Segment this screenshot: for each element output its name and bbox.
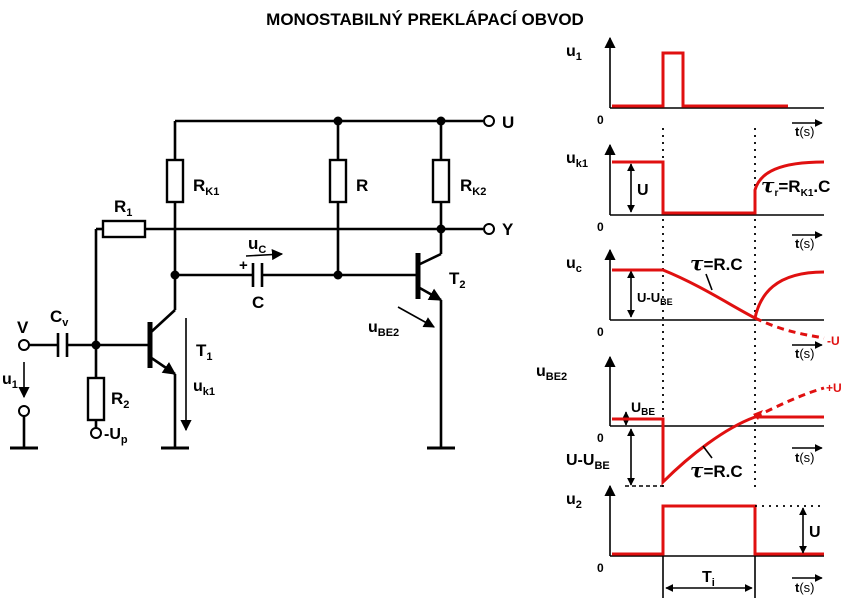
svg-text:uc: uc (566, 255, 582, 275)
c-label: C (252, 293, 264, 312)
ube-level-label: UBE (631, 399, 655, 418)
svg-text:uk1: uk1 (566, 150, 588, 170)
t2-collector (417, 252, 442, 267)
svg-text:t(s): t(s) (795, 346, 815, 361)
ube2-label: uBE2 (368, 319, 399, 339)
resistor-r1 (101, 219, 147, 239)
time-axis-label: t(s) (795, 124, 815, 139)
ube2-tau-label: τ=R.C (690, 458, 743, 482)
r-label: R (356, 176, 368, 195)
neg-supply-terminal (90, 427, 102, 439)
panel-uk1: uk1 0 U τr=RK1.C t(s) (566, 143, 830, 251)
resistor-rk1 (165, 158, 185, 204)
svg-text:0: 0 (597, 561, 604, 575)
neg-supply-label: -Up (104, 426, 128, 446)
uc-label: uC (248, 234, 266, 256)
svg-text:0: 0 (597, 113, 604, 127)
supply-terminal (483, 115, 495, 127)
c-plus-sign: + (239, 257, 248, 274)
svg-text:+U: +U (826, 381, 842, 395)
rk2-label: RK2 (460, 176, 486, 198)
r2-label: R2 (111, 389, 129, 411)
svg-text:0: 0 (597, 325, 604, 339)
svg-text:uBE2: uBE2 (536, 363, 567, 383)
panel-u2: u2 0 U Ti t(s) (566, 484, 824, 598)
uc-trace (612, 268, 825, 321)
supply-label: U (502, 113, 514, 132)
u2-trace (612, 504, 824, 556)
circuit-schematic: U RK1 R RK2 Y R1 + (2, 113, 514, 450)
svg-text:-U: -U (827, 334, 840, 348)
panel-uc: uc 0 U-UBE -U τ=R.C t(s) (566, 248, 840, 361)
uc-tau-label: τ=R.C (690, 251, 743, 275)
uc-arrow (245, 248, 284, 261)
svg-text:0: 0 (597, 220, 604, 234)
u1-trace (612, 51, 788, 108)
uk1-trace (612, 160, 825, 215)
resistor-r (328, 158, 348, 204)
input-terminal (18, 339, 30, 351)
svg-text:t(s): t(s) (795, 580, 815, 595)
u2-level-label: U (809, 524, 821, 541)
rk1-label: RK1 (193, 176, 219, 198)
uc-level-label: U-UBE (637, 290, 673, 307)
input-label: V (17, 318, 29, 337)
page-title: MONOSTABILNÝ PREKLÁPACÍ OBVOD (266, 10, 584, 29)
panel-u1: u1 0 t(s) (566, 36, 824, 139)
ube2-extrapolation (754, 386, 825, 419)
t1-label: T1 (196, 341, 213, 363)
ube2-level-label: U-UBE (566, 452, 610, 472)
ube2-arrow (397, 306, 435, 328)
u1-input-label: u1 (2, 371, 18, 391)
uk1-label: uk1 (193, 378, 215, 398)
svg-text:u2: u2 (566, 491, 582, 511)
t1-collector (149, 309, 176, 334)
output-terminal (483, 223, 495, 235)
cv-label: Cv (50, 307, 69, 329)
t1-emitter (149, 355, 177, 376)
svg-text:0: 0 (597, 431, 604, 445)
svg-text:t(s): t(s) (795, 236, 815, 251)
t2-label: T2 (449, 269, 466, 291)
svg-text:u1: u1 (566, 43, 582, 63)
panel-ube2: uBE2 0 UBE +U U-UBE τ=R.C t(s) (536, 355, 842, 487)
output-label: Y (502, 220, 514, 239)
svg-text:t(s): t(s) (795, 450, 815, 465)
t2-emitter (417, 285, 443, 302)
resistor-rk2 (431, 158, 451, 204)
uc-extrapolation (754, 316, 825, 340)
resistor-r2 (86, 376, 106, 422)
timing-diagrams: u1 0 t(s) uk1 0 U τr=RK1.C t(s) uc 0 U (536, 36, 842, 598)
uk1-level-label: U (637, 182, 649, 199)
r1-label: R1 (114, 197, 132, 219)
uk1-tau-label: τr=RK1.C (761, 173, 830, 199)
input-ground-terminal (18, 405, 30, 417)
pulse-width-label: Ti (702, 569, 715, 589)
